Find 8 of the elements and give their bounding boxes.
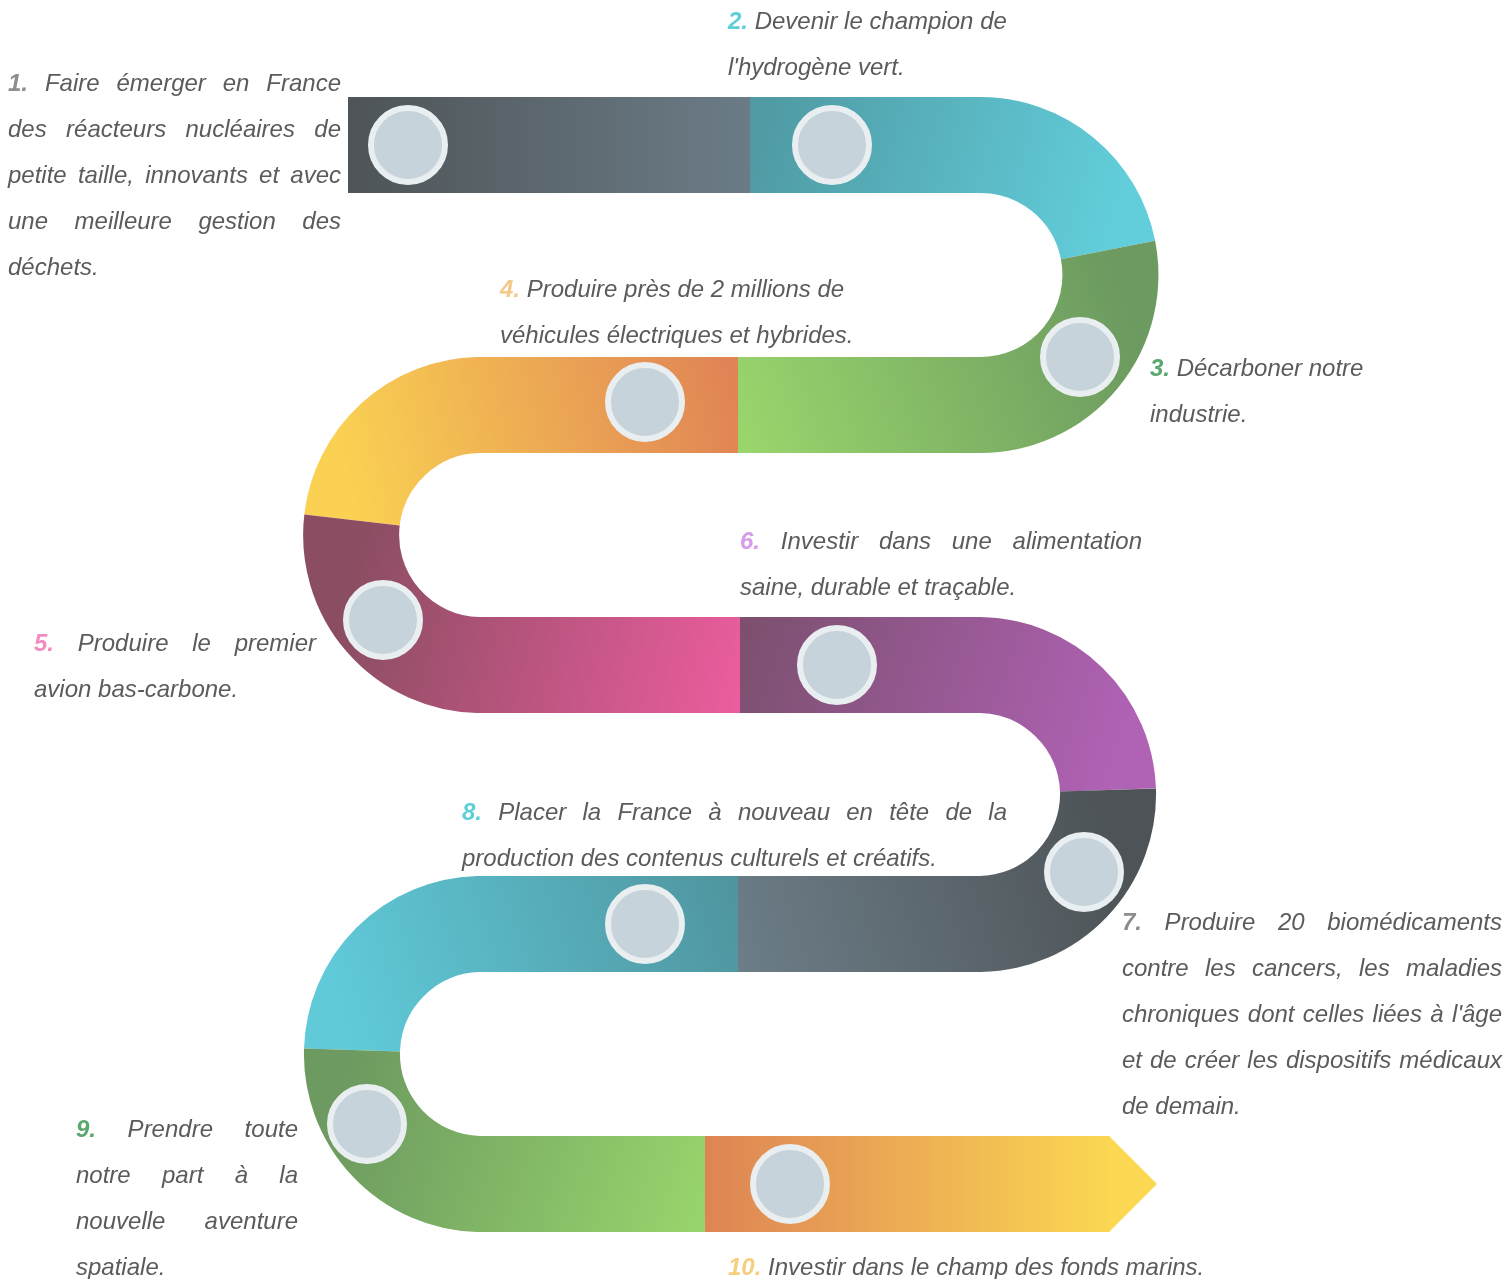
objective-text: 4. Produire près de 2 millions de véhicules électriques et hybrides.: [500, 274, 855, 350]
objective-text: 1. Faire émerger en France des réacteurs nucléaires de petite taille, innovants et avec une meilleure gestion des déchets.: [8, 68, 341, 282]
objective-text: 5. Produire le premier avion bas-carbone.: [34, 628, 316, 704]
objective-text: 3. Décarboner notre industrie.: [1150, 353, 1365, 429]
objective-text: 6. Investir dans une alimentation saine, durable et traçable.: [740, 526, 1142, 602]
objective-text: 8. Placer la France à nouveau en tête de la production des contenus culturels et créatifs.: [462, 797, 1007, 873]
objective-text: 2. Devenir le champion de l'hydrogène vert.: [728, 6, 1008, 82]
objective-text: 7. Produire 20 biomédicaments contre les cancers, les maladies chroniques dont celles liées à l'âge et de créer les dispositifs médicaux de demain.: [1122, 907, 1502, 1121]
